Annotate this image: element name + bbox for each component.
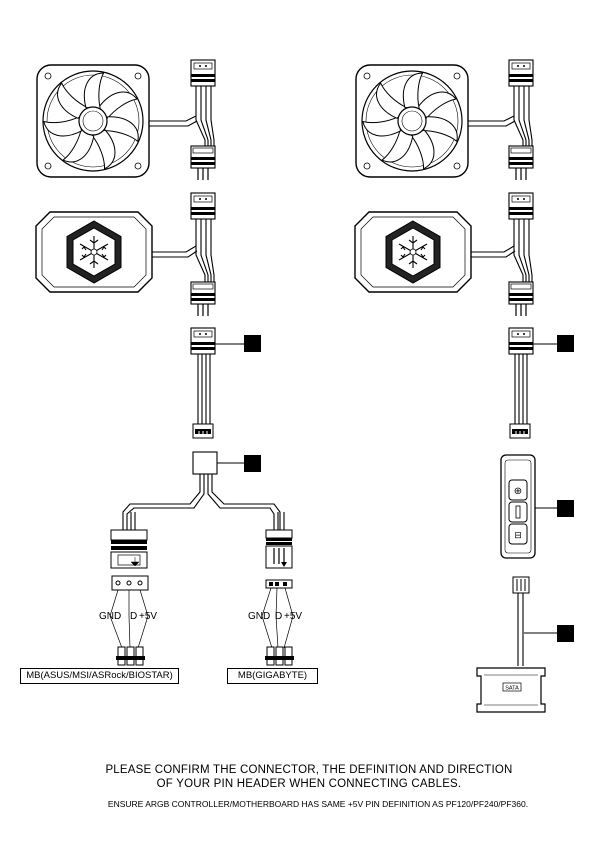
pin-label-d: D [275, 611, 283, 622]
mb-plug-argb [110, 529, 149, 591]
mb-plug-gigabyte [265, 529, 293, 589]
note-line-3: ENSURE ARGB CONTROLLER/MOTHERBOARD HAS S… [107, 799, 529, 809]
sata-connector: SATA [476, 667, 546, 713]
minus-icon: ⊟ [514, 530, 522, 540]
argb-small-connector [192, 423, 214, 439]
pin-header-gigabyte [265, 646, 294, 666]
connector-icon [508, 281, 534, 317]
splitter-connector [192, 451, 218, 475]
argb-controller: ⊕ ⊟ [500, 454, 536, 559]
callout-marker [557, 500, 574, 517]
connector-icon [190, 192, 216, 220]
right-setup: ⊕ ⊟ SATA [354, 59, 574, 713]
connector-icon [190, 59, 216, 87]
mb-label-asus: MB(ASUS/MSI/ASRock/BIOSTAR) [20, 668, 179, 684]
connector-icon [190, 327, 216, 355]
plus-icon: ⊕ [514, 486, 522, 497]
sata-label: SATA [505, 686, 519, 692]
controller-plug [512, 576, 530, 594]
pin-label-gnd: GND [99, 611, 122, 622]
pin-label-gnd: GND [248, 611, 271, 622]
mode-button-icon [515, 505, 521, 519]
pin-label-5v: +5V [284, 611, 303, 622]
pump-icon [35, 211, 153, 293]
argb-small-connector [509, 423, 531, 439]
callout-marker [244, 455, 261, 472]
connector-icon [190, 281, 216, 317]
connector-icon [508, 145, 534, 181]
left-setup [35, 59, 294, 666]
callout-marker [244, 335, 261, 352]
pin-label-5v: +5V [139, 611, 158, 622]
connector-icon [508, 192, 534, 220]
note-line-1: PLEASE CONFIRM THE CONNECTOR, THE DEFINI… [105, 764, 513, 776]
callout-marker [557, 335, 574, 352]
connector-icon [508, 327, 534, 355]
note-line-2: OF YOUR PIN HEADER WHEN CONNECTING CABLE… [156, 778, 462, 790]
pump-icon [354, 211, 472, 293]
connector-icon [508, 59, 534, 87]
mb-label-gigabyte: MB(GIGABYTE) [227, 668, 318, 684]
pin-header-argb [116, 646, 145, 666]
callout-marker [557, 625, 574, 642]
fan-icon [37, 65, 149, 177]
fan-icon [356, 65, 468, 177]
pin-label-d: D [130, 611, 138, 622]
connector-icon [190, 145, 216, 181]
